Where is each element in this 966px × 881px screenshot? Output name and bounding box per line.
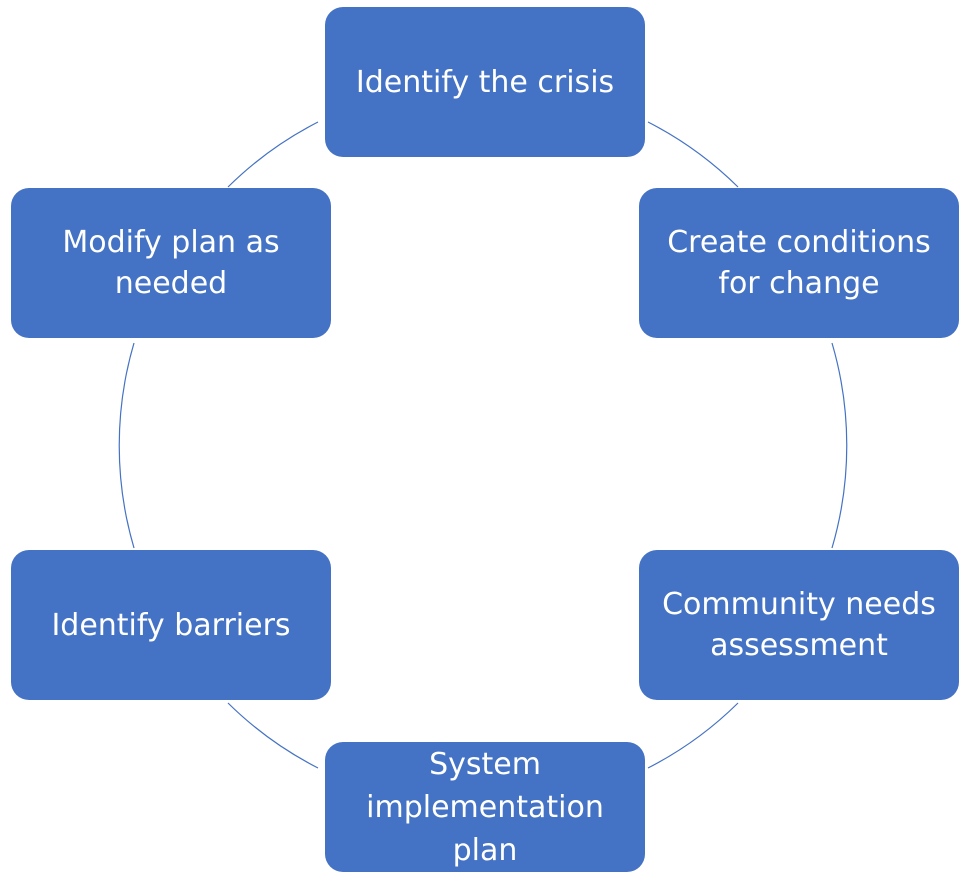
connector-arc-3-4: [647, 702, 739, 769]
step-label: Modify plan as needed: [62, 225, 280, 301]
connector-arc-2-3: [831, 342, 848, 549]
connector-arc-6-1: [227, 121, 319, 188]
step-community-needs-assessment: Community needs assessment: [639, 550, 959, 700]
step-system-implementation-plan: System implementation plan: [325, 742, 645, 872]
step-label: Create conditions for change: [667, 225, 931, 301]
connector-arc-1-2: [647, 121, 739, 188]
step-label: Community needs assessment: [662, 587, 936, 663]
step-modify-plan-as-needed: Modify plan as needed: [11, 188, 331, 338]
connector-arc-4-5: [227, 702, 319, 769]
step-identify-barriers: Identify barriers: [11, 550, 331, 700]
step-identify-the-crisis: Identify the crisis: [325, 7, 645, 157]
step-label: Identify barriers: [51, 607, 291, 643]
step-label: Identify the crisis: [355, 64, 615, 100]
step-label: System implementation plan: [366, 746, 604, 868]
connector-arc-5-6: [118, 342, 135, 549]
step-create-conditions-for-change: Create conditions for change: [639, 188, 959, 338]
